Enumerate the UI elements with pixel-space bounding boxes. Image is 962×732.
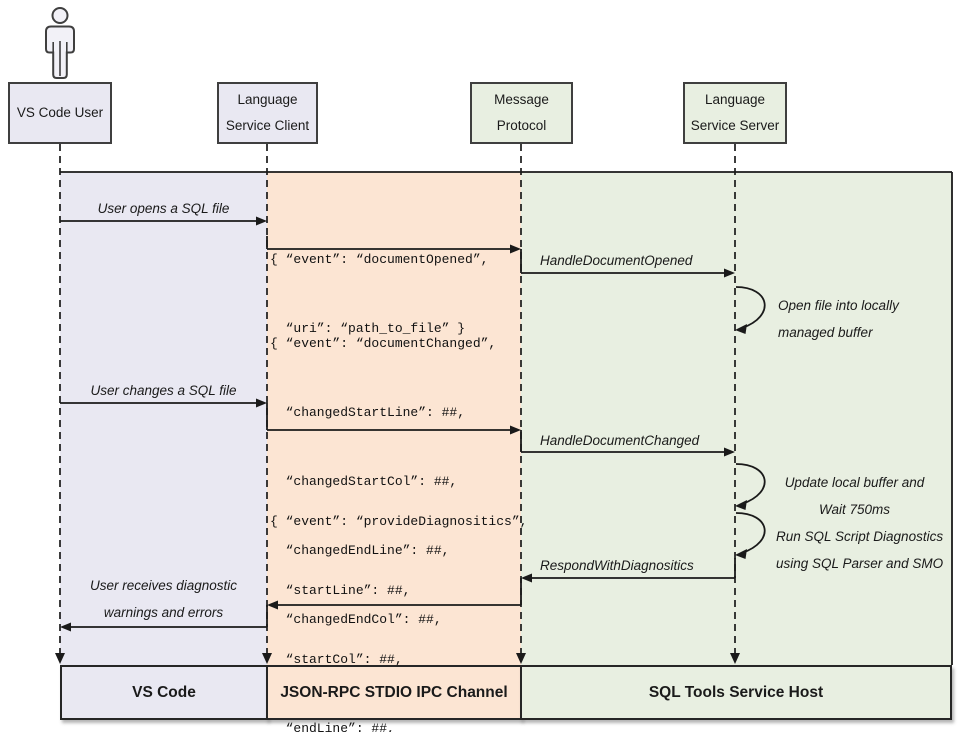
actor-label: VS Code User (16, 105, 104, 120)
actor-label: Language (704, 92, 766, 107)
actor-box-message-protocol: Message Protocol (470, 82, 573, 144)
actor-label: Language (237, 92, 298, 107)
message-label-user-receives: User receives diagnostic warnings and er… (89, 578, 238, 620)
actor-box-language-service-client: Language Service Client (217, 82, 318, 144)
note-update-buffer: Update local buffer and Wait 750ms (784, 475, 925, 517)
message-label-respond-with-diagnostics: RespondWithDiagnositics (540, 558, 694, 573)
actor-label: Service Client (225, 118, 310, 133)
lane-ipc-channel (267, 172, 521, 665)
message-label-user-changes: User changes a SQL file (90, 383, 237, 398)
lane-title-vscode: VS Code (60, 665, 268, 720)
note-open-file: Open file into locally managed buffer (778, 298, 899, 340)
lane-title-ipc-channel: JSON-RPC STDIO IPC Channel (266, 665, 522, 720)
message-label-user-opens: User opens a SQL file (97, 201, 230, 216)
lane-title-service-host: SQL Tools Service Host (520, 665, 952, 720)
lane-vscode (60, 172, 267, 665)
user-actor-icon (45, 7, 75, 79)
actor-label: Service Server (690, 118, 780, 133)
payload-document-opened: { “event”: “documentOpened”, “uri”: “pat… (270, 252, 489, 336)
message-label-handle-document-changed: HandleDocumentChanged (540, 433, 700, 448)
actor-label: Message (494, 92, 549, 107)
lane-service-host (521, 172, 952, 665)
message-label-handle-document-opened: HandleDocumentOpened (540, 253, 693, 268)
payload-provide-diagnostics: { “event”: “provideDiagnositics”, “start… (270, 514, 528, 732)
actor-box-vscode-user: VS Code User (8, 82, 112, 144)
actor-label: Protocol (496, 118, 547, 133)
note-run-diagnostics: Run SQL Script Diagnostics using SQL Par… (776, 529, 944, 571)
actor-box-language-service-server: Language Service Server (683, 82, 787, 144)
